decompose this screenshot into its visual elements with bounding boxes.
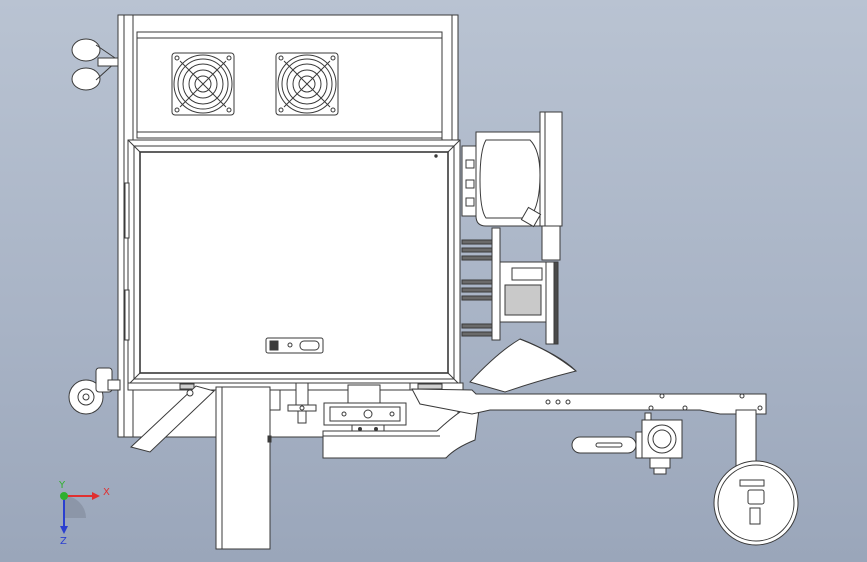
wheel-icon (713, 460, 799, 546)
gearbox (491, 225, 561, 345)
frame-arm (411, 388, 767, 415)
y-axis-label: Y (59, 480, 66, 491)
small-bracket (287, 382, 317, 424)
diagonal-brace (129, 385, 215, 453)
coordinate-triad-icon (60, 492, 100, 534)
caster-wheel-icon (68, 367, 121, 415)
support-post (215, 386, 281, 550)
fan-icon (171, 52, 235, 116)
slider-rail (571, 431, 649, 459)
z-axis-label: Z (60, 536, 67, 547)
lock-switch-icon (265, 337, 324, 354)
fan-icon (275, 52, 339, 116)
x-axis-label: X (103, 487, 110, 498)
front-door (127, 139, 461, 386)
top-caster-icon (71, 38, 121, 91)
motor-housing (461, 111, 563, 228)
gauge-box (641, 412, 683, 475)
side-hinges (124, 182, 130, 341)
lower-chute (322, 401, 481, 459)
hopper (469, 338, 578, 393)
